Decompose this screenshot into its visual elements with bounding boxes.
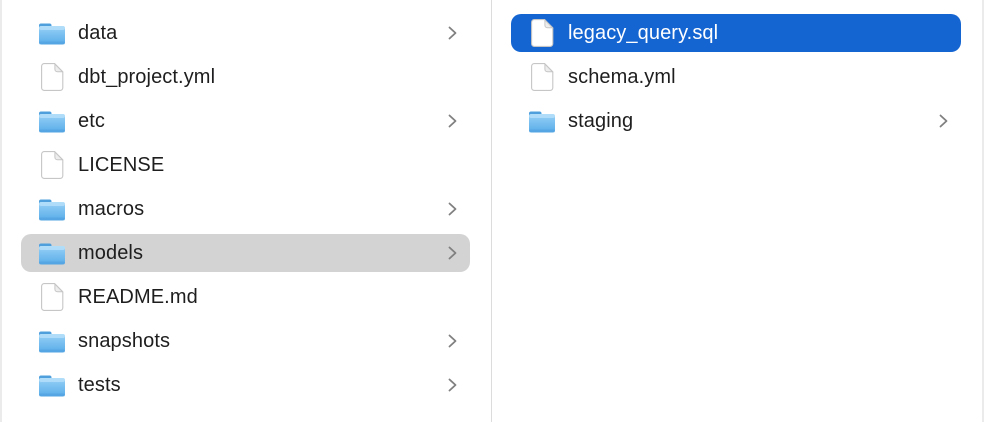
chevron-right-icon xyxy=(447,200,458,218)
folder-icon xyxy=(37,198,67,221)
item-label: macros xyxy=(78,197,145,220)
item-label: snapshots xyxy=(78,329,171,352)
chevron-right-icon xyxy=(447,376,458,394)
item-label: models xyxy=(78,241,144,264)
list-item-legacy-query-sql[interactable]: legacy_query.sql xyxy=(492,11,982,55)
item-label: README.md xyxy=(78,285,198,308)
folder-icon xyxy=(37,22,67,45)
file-icon xyxy=(37,151,67,179)
file-icon xyxy=(37,283,67,311)
list-item-staging[interactable]: staging xyxy=(492,99,982,143)
item-label: data xyxy=(78,21,118,44)
item-label: dbt_project.yml xyxy=(78,65,216,88)
folder-icon xyxy=(37,374,67,397)
list-item-models[interactable]: models xyxy=(2,231,491,275)
item-label: LICENSE xyxy=(78,153,165,176)
file-icon xyxy=(527,19,557,47)
file-icon xyxy=(527,63,557,91)
file-icon xyxy=(37,63,67,91)
chevron-right-icon xyxy=(447,24,458,42)
item-label: tests xyxy=(78,373,121,396)
item-label: schema.yml xyxy=(568,65,676,88)
folder-icon xyxy=(37,110,67,133)
folder-icon xyxy=(527,110,557,133)
selection-highlight xyxy=(511,14,961,52)
list-item-license[interactable]: LICENSE xyxy=(2,143,491,187)
list-item-macros[interactable]: macros xyxy=(2,187,491,231)
selection-highlight xyxy=(21,234,470,272)
list-item-dbt-project-yml[interactable]: dbt_project.yml xyxy=(2,55,491,99)
chevron-right-icon xyxy=(447,112,458,130)
list-item-tests[interactable]: tests xyxy=(2,363,491,407)
chevron-right-icon xyxy=(447,244,458,262)
chevron-right-icon xyxy=(447,332,458,350)
list-item-etc[interactable]: etc xyxy=(2,99,491,143)
folder-icon xyxy=(37,242,67,265)
list-item-data[interactable]: data xyxy=(2,11,491,55)
chevron-right-icon xyxy=(938,112,949,130)
item-label: etc xyxy=(78,109,105,132)
item-label: staging xyxy=(568,109,634,132)
item-label: legacy_query.sql xyxy=(568,21,719,44)
folder-icon xyxy=(37,330,67,353)
list-item-readme-md[interactable]: README.md xyxy=(2,275,491,319)
column-models-folder: legacy_query.sql schema.yml staging xyxy=(492,0,984,422)
list-item-snapshots[interactable]: snapshots xyxy=(2,319,491,363)
list-item-schema-yml[interactable]: schema.yml xyxy=(492,55,982,99)
